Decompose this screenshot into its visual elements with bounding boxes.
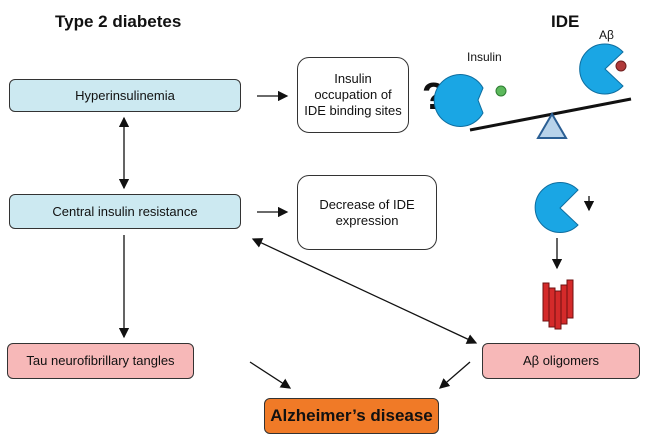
arrow-tau-to-ad bbox=[249, 361, 292, 389]
seesaw-beam bbox=[469, 97, 632, 132]
abeta-label: Aβ bbox=[599, 28, 614, 42]
box-label: Aβ oligomers bbox=[522, 353, 600, 368]
box-tau-tangles: Tau neurofibrillary tangles bbox=[7, 343, 194, 379]
arrow-resistance-abeta-bidirectional bbox=[251, 238, 478, 344]
box-abeta-oligomers: Aβ oligomers bbox=[482, 343, 640, 379]
box-decrease-ide: Decrease of IDE expression bbox=[297, 175, 437, 250]
insulin-label: Insulin bbox=[467, 50, 502, 64]
arrow-abeta-to-ad bbox=[439, 361, 471, 389]
heading-ide: IDE bbox=[551, 12, 580, 31]
box-alzheimers: Alzheimer’s disease bbox=[264, 398, 439, 434]
ide-decreased-icon bbox=[534, 182, 579, 233]
abeta-dot-icon bbox=[615, 60, 627, 72]
ide-insulin-icon bbox=[433, 74, 484, 127]
box-insulin-occupation: Insulin occupation of IDE binding sites bbox=[297, 57, 409, 133]
heading-type2-diabetes: Type 2 diabetes bbox=[55, 12, 182, 31]
oligomer-icon bbox=[542, 279, 574, 330]
box-label: Hyperinsulinemia bbox=[75, 87, 175, 103]
ide-abeta-icon bbox=[579, 43, 624, 95]
box-label: Tau neurofibrillary tangles bbox=[26, 353, 175, 368]
box-label: Insulin occupation of IDE binding sites bbox=[304, 71, 402, 118]
box-hyperinsulinemia: Hyperinsulinemia bbox=[9, 79, 241, 112]
box-label: Central insulin resistance bbox=[52, 203, 198, 219]
seesaw-fulcrum bbox=[536, 112, 568, 139]
box-label: Decrease of IDE expression bbox=[319, 196, 415, 228]
insulin-dot-icon bbox=[495, 85, 507, 97]
box-central-insulin-resistance: Central insulin resistance bbox=[9, 194, 241, 229]
box-label: Alzheimer’s disease bbox=[270, 406, 433, 425]
